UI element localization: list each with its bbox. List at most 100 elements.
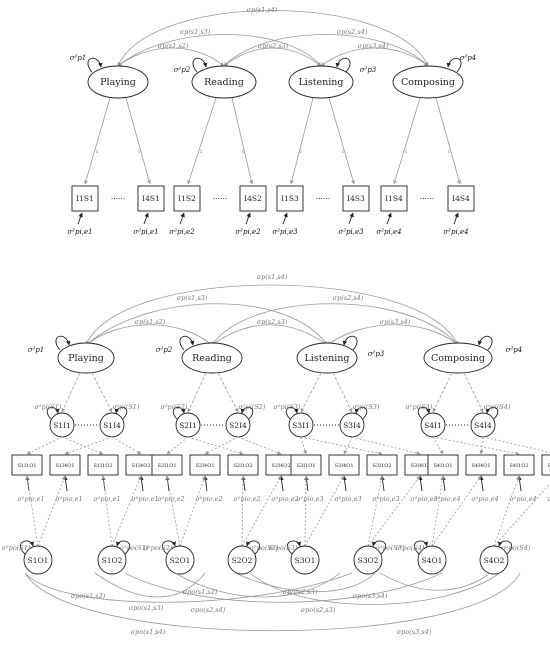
cov-arc-s1-s2 bbox=[85, 324, 213, 346]
factor-label-composing: Composing bbox=[431, 353, 485, 364]
error-label-i4s3: σ²pi,e3 bbox=[338, 228, 364, 236]
cov-arc-s1-s2 bbox=[117, 47, 225, 67]
cov-label-s1-s2: σp(s1,s2) bbox=[135, 318, 166, 326]
cov-arc-s3-s4 bbox=[320, 47, 429, 67]
box-ellipsis: · bbox=[537, 463, 539, 469]
observed-box-label: S2I4O1 bbox=[195, 463, 214, 469]
box-error-arrow bbox=[241, 475, 246, 492]
occasion-factor-circle bbox=[353, 545, 383, 575]
cov-label-s2-s4: σp(s2,s4) bbox=[333, 294, 364, 302]
occasion-variance-loop bbox=[413, 540, 428, 555]
item-factor-label: S2I4 bbox=[229, 421, 247, 430]
box-error-label: σ²pio,e4 bbox=[433, 495, 460, 503]
factor-playing bbox=[57, 342, 115, 374]
factor-label-playing: Playing bbox=[100, 77, 136, 88]
factor-label-listening: Listening bbox=[304, 353, 349, 364]
factor-label-reading: Reading bbox=[204, 77, 244, 88]
cov-arc-s2-s4 bbox=[223, 34, 429, 67]
item-label-i1s3: I1S3 bbox=[281, 194, 299, 203]
occasion-cov-arc bbox=[24, 572, 353, 603]
loading-label: 1 bbox=[447, 149, 450, 155]
box-error-arrow bbox=[441, 475, 446, 492]
occasion-factor-circle bbox=[479, 545, 509, 575]
occasion-cov-arc bbox=[24, 572, 521, 632]
item-box-i4s4 bbox=[447, 185, 475, 212]
loading-arrow-i1s4 bbox=[393, 97, 421, 185]
box-error-label: σ²pio,e2 bbox=[157, 495, 184, 503]
item-to-box-arrow bbox=[26, 436, 63, 455]
observed-box-label: S1I1O1 bbox=[17, 463, 36, 469]
item-label-i1s2: I1S2 bbox=[178, 194, 196, 203]
cov-arc-s3-s4 bbox=[326, 324, 459, 346]
error-label-i1s3: σ²pi,e3 bbox=[272, 228, 298, 236]
item-variance-loop bbox=[46, 406, 60, 420]
box-ellipsis: · bbox=[499, 463, 501, 469]
item-box-i4s3 bbox=[342, 185, 370, 212]
occasion-factor-circle bbox=[227, 545, 257, 575]
observed-box-label: S2I1O1 bbox=[157, 463, 176, 469]
box-error-label: σ²pio,e4 bbox=[547, 495, 550, 503]
occasion-cov-arc bbox=[379, 572, 491, 591]
observed-box-label: S1I1O2 bbox=[93, 463, 112, 469]
loading-arrow-i4s1 bbox=[125, 97, 151, 185]
variance-loop-reading bbox=[192, 57, 208, 73]
observed-box bbox=[541, 454, 550, 476]
item-to-box-arrow bbox=[300, 436, 383, 456]
item-to-box-arrow bbox=[111, 436, 142, 455]
loading-label: 1 bbox=[241, 149, 244, 155]
item-variance-loop bbox=[114, 406, 128, 420]
item-label-i4s2: I4S2 bbox=[244, 194, 262, 203]
occ-cov-label: σpo(s1,s4) bbox=[131, 628, 166, 636]
error-label-i1s4: σ²pi,e4 bbox=[376, 228, 401, 236]
observed-box bbox=[227, 454, 259, 476]
item-to-box-arrow bbox=[479, 436, 484, 455]
occasion-factor-label: S2O2 bbox=[232, 556, 253, 565]
ellipsis: ······ bbox=[111, 194, 125, 203]
factor-to-item-arrow bbox=[91, 372, 113, 413]
item-label-i4s1: I4S1 bbox=[142, 194, 160, 203]
factor-label-reading: Reading bbox=[192, 353, 232, 364]
factor-to-item-arrow bbox=[187, 372, 207, 413]
factor-to-item-arrow bbox=[463, 372, 484, 413]
cov-label-s1-s3: σp(s1,s3) bbox=[177, 294, 208, 302]
factor-listening bbox=[296, 342, 358, 374]
item-factor-label: S3I4 bbox=[343, 421, 361, 430]
loading-arrow-i4s2 bbox=[231, 97, 254, 185]
loading-arrow-i1s1 bbox=[84, 97, 111, 185]
box-ellipsis: · bbox=[223, 463, 225, 469]
variance-label-composing: σ²p4 bbox=[460, 54, 477, 62]
box-error-arrow bbox=[342, 475, 347, 492]
observed-box-label: S1I4O2 bbox=[131, 463, 150, 469]
loading-arrow-i4s4 bbox=[435, 97, 461, 185]
item-label-i1s1: I1S1 bbox=[76, 194, 94, 203]
occasion-to-box-arrow bbox=[493, 475, 520, 547]
observed-box-label: S1I4O1 bbox=[55, 463, 74, 469]
occasion-cov-arc bbox=[94, 572, 206, 598]
item-to-box-arrow bbox=[432, 436, 444, 455]
occasion-to-box-arrow bbox=[37, 475, 66, 547]
occasion-variance-label: σ²po(S2) bbox=[250, 544, 279, 552]
observed-box-label: S4I1O2 bbox=[509, 463, 528, 469]
item-variance-label: σ²pi(S4) bbox=[484, 403, 511, 411]
loading-arrow-i1s3 bbox=[289, 97, 314, 185]
box-error-label: σ²pio,e2 bbox=[233, 495, 260, 503]
error-arrow bbox=[386, 212, 392, 225]
observed-box bbox=[427, 454, 459, 476]
occ-cov-label: σpo(s3,s4) bbox=[397, 628, 432, 636]
box-error-arrow bbox=[479, 475, 484, 492]
variance-label-reading: σ²p2 bbox=[156, 346, 173, 354]
box-error-arrow bbox=[517, 475, 522, 492]
occasion-variance-loop bbox=[116, 540, 131, 555]
occasion-to-box-arrow bbox=[431, 475, 482, 547]
error-arrow bbox=[453, 212, 459, 225]
item-factor-label: S1I4 bbox=[103, 421, 121, 430]
occasion-to-box-arrow bbox=[303, 475, 308, 547]
box-ellipsis: · bbox=[362, 463, 364, 469]
cov-label-s2-s3: σp(s2,s3) bbox=[258, 42, 289, 50]
occ-cov-label: σpo(s1,s3) bbox=[129, 604, 164, 612]
item-box-i1s4 bbox=[380, 185, 408, 212]
item-factor-label: S2I1 bbox=[179, 421, 197, 430]
occasion-to-box-arrow bbox=[304, 475, 345, 547]
item-to-box-arrow bbox=[61, 436, 104, 455]
item-box-i4s1 bbox=[137, 185, 165, 212]
